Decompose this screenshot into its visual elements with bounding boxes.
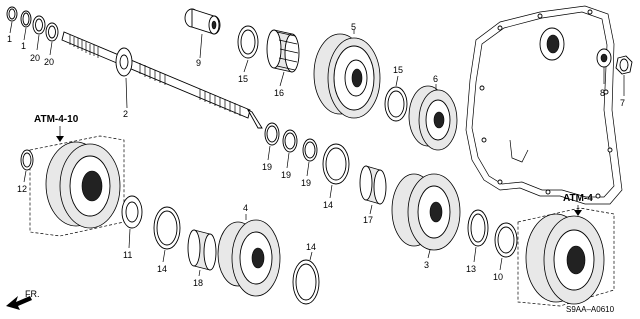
- callout-5: 5: [351, 22, 356, 32]
- callout-14: 14: [323, 200, 333, 210]
- callout-18: 18: [193, 278, 203, 288]
- callout-20b: 20: [44, 57, 54, 67]
- callout-1b: 1: [21, 41, 26, 51]
- diagram-code: S9AA–A0610: [566, 305, 615, 314]
- callout-16: 16: [274, 88, 284, 98]
- callout-17: 17: [363, 215, 373, 225]
- callout-6: 6: [433, 74, 438, 84]
- thrust-washer-15b[interactable]: [384, 75, 408, 122]
- callout-14c: 14: [306, 242, 316, 252]
- thrust-washer-20[interactable]: [32, 15, 46, 51]
- clutch-assembly-right[interactable]: [517, 207, 615, 307]
- oil-seal-8[interactable]: [596, 48, 612, 84]
- callout-8: 8: [600, 88, 605, 98]
- gear-5[interactable]: [313, 30, 381, 119]
- callout-15: 15: [238, 74, 248, 84]
- gear-3[interactable]: [391, 173, 461, 259]
- callout-19c: 19: [301, 178, 311, 188]
- clutch-assembly-left[interactable]: [29, 135, 125, 237]
- mainshaft-2[interactable]: [61, 31, 263, 129]
- sleeve-9[interactable]: [184, 8, 221, 59]
- thrust-washer-11[interactable]: [121, 195, 143, 249]
- callout-3: 3: [424, 260, 429, 270]
- case-outline: [465, 5, 623, 205]
- callout-4: 4: [243, 203, 248, 213]
- gear-4[interactable]: [217, 214, 281, 297]
- front-label: FR.: [25, 289, 40, 299]
- thrust-washer-19c[interactable]: [302, 138, 318, 177]
- thrust-washer-19[interactable]: [264, 122, 280, 161]
- callout-7: 7: [620, 98, 625, 108]
- callout-19b: 19: [281, 170, 291, 180]
- ref-atm-4[interactable]: ATM-4: [563, 193, 593, 204]
- callout-1: 1: [7, 34, 12, 44]
- callout-20: 20: [30, 53, 40, 63]
- needle-bearing-16[interactable]: [266, 29, 300, 87]
- thrust-washer-14b[interactable]: [153, 206, 181, 263]
- thrust-washer-13[interactable]: [467, 209, 489, 263]
- callout-15b: 15: [393, 65, 403, 75]
- callout-12: 12: [17, 184, 27, 194]
- thrust-washer-20b[interactable]: [45, 22, 59, 56]
- needle-bearing-18[interactable]: [187, 229, 217, 277]
- snap-ring-1[interactable]: [6, 6, 18, 34]
- callout-14b: 14: [157, 264, 167, 274]
- callout-2: 2: [123, 109, 128, 119]
- callout-11: 11: [123, 250, 132, 260]
- thrust-washer-19b[interactable]: [282, 129, 298, 169]
- front-arrow-icon: [6, 296, 32, 310]
- callout-13: 13: [466, 264, 476, 274]
- snap-ring-1b[interactable]: [20, 10, 32, 41]
- thrust-washer-14c[interactable]: [292, 251, 320, 305]
- thrust-washer-10[interactable]: [494, 222, 518, 271]
- thrust-washer-14[interactable]: [322, 143, 350, 199]
- callout-9: 9: [196, 58, 201, 68]
- callout-10: 10: [493, 272, 503, 282]
- gear-6[interactable]: [408, 84, 458, 151]
- thrust-washer-15[interactable]: [237, 25, 259, 73]
- needle-bearing-17[interactable]: [359, 165, 387, 215]
- callout-19: 19: [262, 162, 272, 172]
- snap-ring-12[interactable]: [20, 149, 34, 183]
- lock-nut-7[interactable]: [615, 55, 633, 96]
- ref-atm-4-10[interactable]: ATM-4-10: [34, 114, 79, 125]
